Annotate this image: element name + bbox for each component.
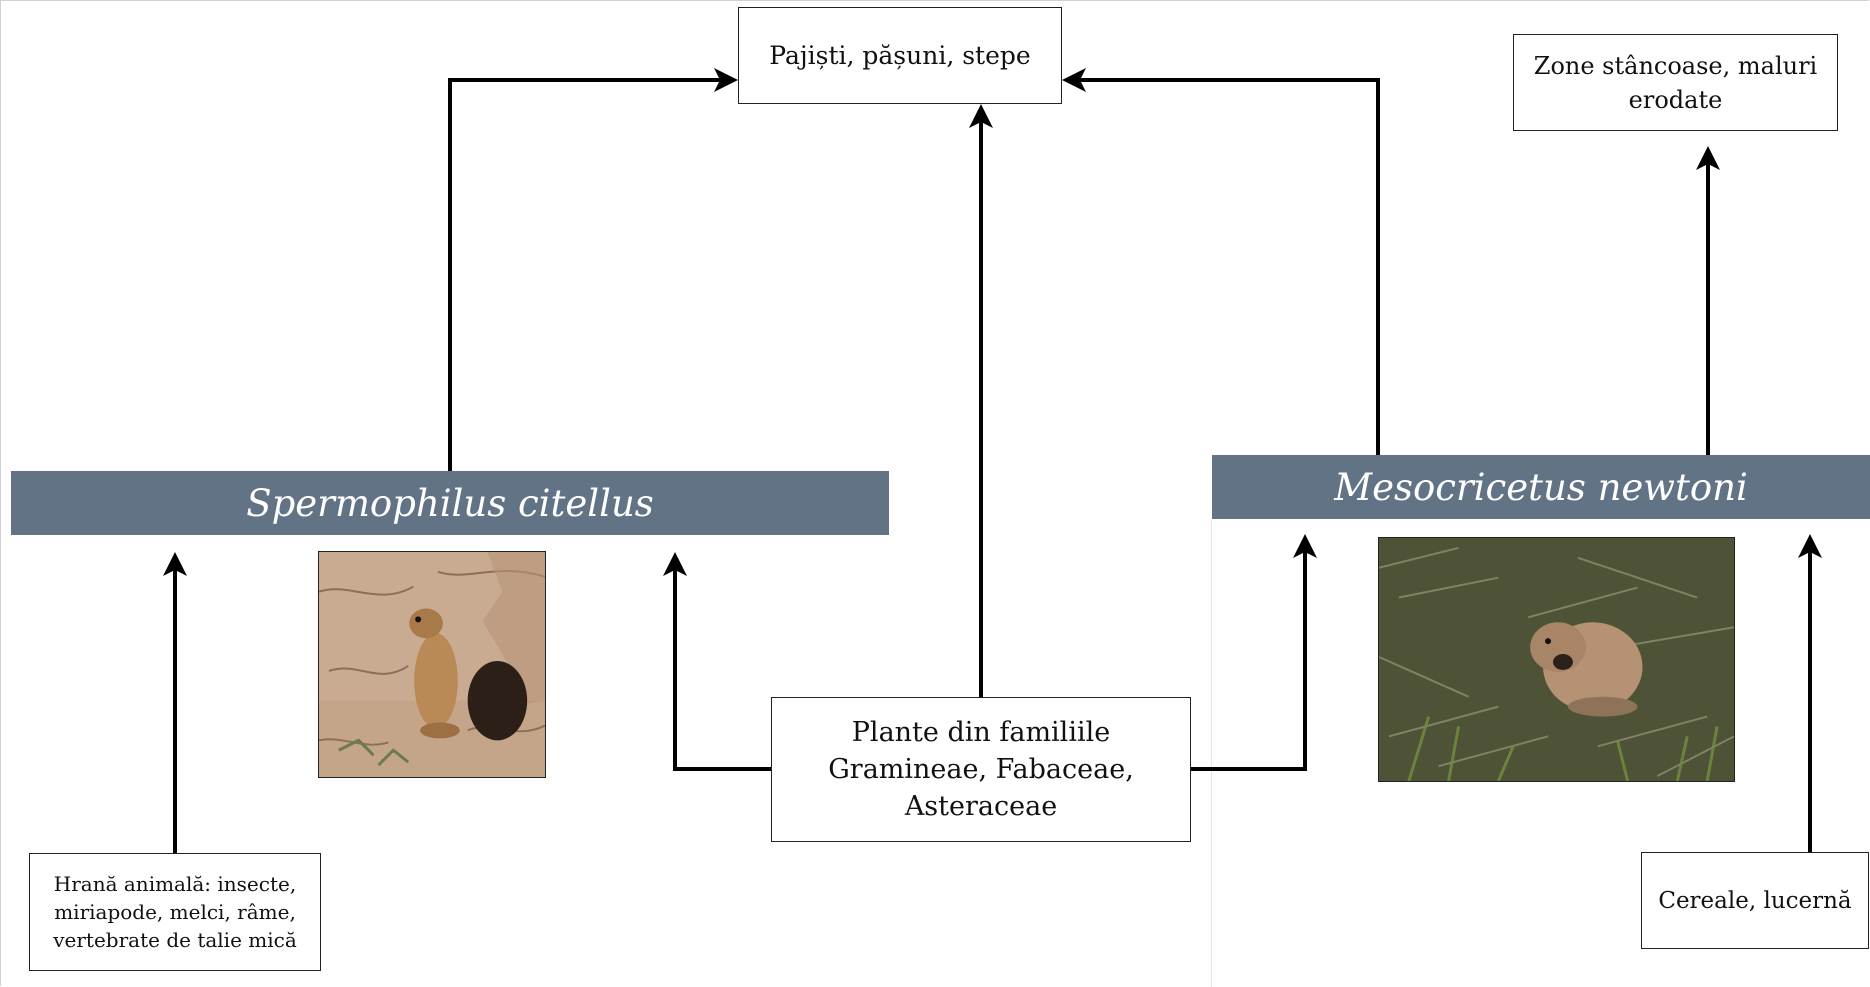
panel-divider: [1211, 520, 1212, 987]
species-mesocricetus-label: Mesocricetus newtoni: [1334, 465, 1748, 509]
arrow-mesocricetus-to-grassland: [1068, 78, 1380, 455]
left-photo: [318, 551, 546, 778]
habitat-grassland-label: Pajiști, pășuni, stepe: [769, 41, 1031, 70]
species-spermophilus-banner: Spermophilus citellus: [11, 471, 889, 535]
food-animal-label: Hrană animală: insecte, miriapode, melci…: [53, 872, 297, 952]
arrowhead-grassland-bottom: [969, 104, 993, 128]
food-cereals-box: Cereale, lucernă: [1641, 852, 1869, 949]
habitat-rocky-label: Zone stâncoase, maluri erodate: [1533, 51, 1818, 114]
food-plants-box: Plante din familiile Gramineae, Fabaceae…: [771, 697, 1191, 842]
food-plants-label: Plante din familiile Gramineae, Fabaceae…: [828, 717, 1134, 822]
arrowhead-spermophilus-right: [663, 552, 687, 576]
arrow-plants-to-mesocricetus: [1190, 550, 1307, 771]
arrowhead-mesocricetus-right: [1798, 534, 1822, 558]
arrow-plants-to-spermophilus: [673, 568, 771, 771]
food-animal-box: Hrană animală: insecte, miriapode, melci…: [29, 853, 321, 971]
food-cereals-label: Cereale, lucernă: [1658, 887, 1852, 914]
arrowhead-spermophilus-left: [163, 552, 187, 576]
hamster-image: [1379, 538, 1734, 781]
species-spermophilus-label: Spermophilus citellus: [246, 481, 654, 525]
arrowhead-rocky: [1696, 146, 1720, 170]
arrowhead-mesocricetus-left: [1293, 534, 1317, 558]
habitat-rocky-box: Zone stâncoase, maluri erodate: [1513, 34, 1838, 131]
species-mesocricetus-banner: Mesocricetus newtoni: [1212, 455, 1870, 519]
habitat-grassland-box: Pajiști, pășuni, stepe: [738, 7, 1062, 104]
ground-squirrel-image: [319, 552, 545, 777]
arrow-spermophilus-to-grassland: [448, 78, 732, 471]
right-photo: [1378, 537, 1735, 782]
arrowhead-grassland-left: [714, 68, 738, 92]
arrowhead-grassland-right: [1062, 68, 1086, 92]
